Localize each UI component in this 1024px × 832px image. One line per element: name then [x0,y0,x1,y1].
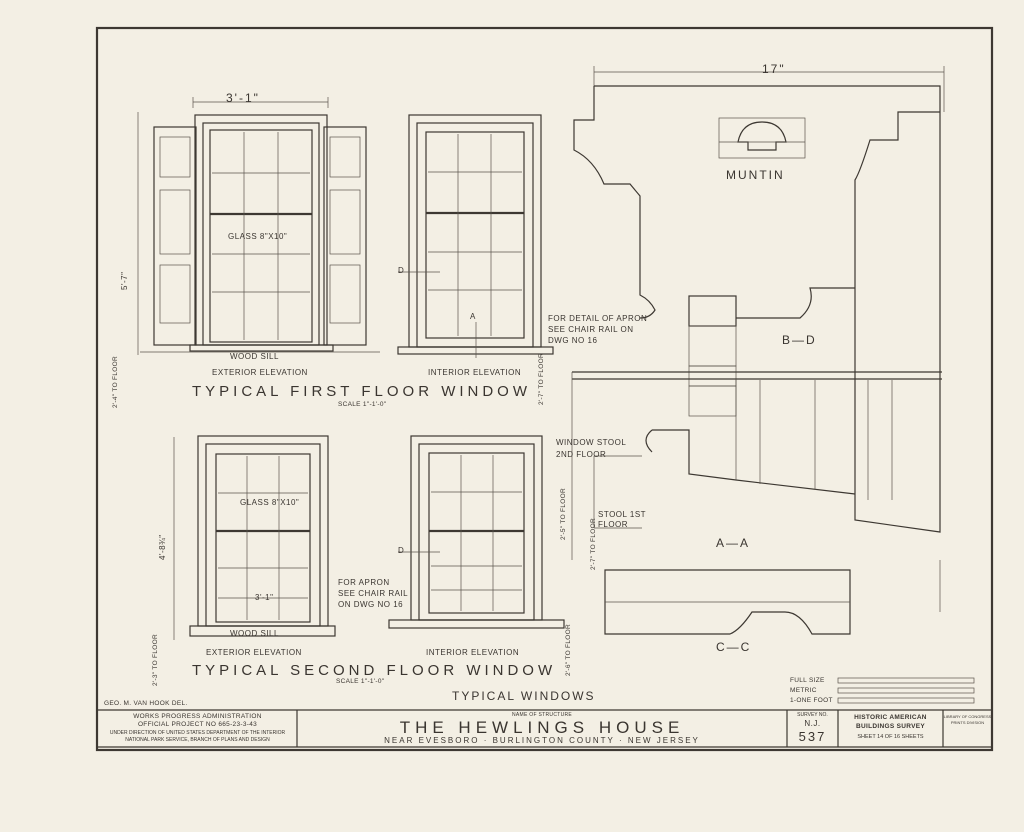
first-floor-height-dim: 5'-7" [120,271,129,290]
first-floor-interior-to-floor: 2'-7" TO FLOOR [538,353,545,405]
library-line-2: PRINTS DIVISION [950,720,985,725]
second-floor-exterior-label: EXTERIOR ELEVATION [206,648,302,657]
second-floor-title: TYPICAL SECOND FLOOR WINDOW [192,662,557,679]
window-stool-2nd-floor: WINDOW STOOL 2ND FLOOR [556,438,626,459]
detail-to-floor-27: 2'-7" TO FLOOR [590,518,597,570]
section-b-d-label: B—D [782,333,817,347]
agency-line-1: WORKS PROGRESS ADMINISTRATION [133,713,262,720]
second-floor-section-mark-d: D [398,546,405,555]
second-floor-interior-to-floor: 2'-6" TO FLOOR [565,624,572,676]
survey-number: 537 [798,729,827,744]
first-floor-to-floor: 2'-4" TO FLOOR [112,356,119,408]
stool-1st-floor: STOOL 1ST FLOOR [598,510,646,529]
scale-bar-label-metric: METRIC [790,687,817,694]
sheet-main-title: TYPICAL WINDOWS [452,689,596,703]
first-floor-section-mark-d: D [398,266,405,275]
scale-bar-label-one-foot: 1-ONE FOOT [790,697,833,704]
second-floor-width-dim: 3'-1" [255,593,274,602]
agency-line-2: OFFICIAL PROJECT NO 665-23-3-43 [137,721,258,728]
first-floor-scale: SCALE 1"-1'-0" [338,401,387,408]
delineator: GEO. M. VAN HOOK DEL. [104,700,188,707]
second-floor-interior-label: INTERIOR ELEVATION [426,648,520,657]
second-floor-glass-note: GLASS 8"X10" [240,498,300,507]
first-floor-exterior-label: EXTERIOR ELEVATION [212,368,308,377]
agency-line-4: NATIONAL PARK SERVICE, BRANCH OF PLANS A… [125,737,270,743]
habs-line-1: HISTORIC AMERICAN [854,714,927,721]
first-floor-section-mark-a: A [470,312,476,321]
window-section-details [571,66,945,635]
second-floor-scale: SCALE 1"-1'-0" [336,678,385,685]
sheet-number: SHEET 14 OF 16 SHEETS [857,734,924,740]
muntin-label: MUNTIN [726,168,785,182]
second-floor-apron-note: FOR APRON SEE CHAIR RAIL ON DWG NO 16 [338,578,408,609]
sheet-border [95,26,994,752]
scale-bar-label-full-size: FULL SIZE [790,677,825,684]
first-floor-width-dim: 3'-1" [226,91,260,105]
second-floor-wood-sill: WOOD SILL [230,629,279,638]
first-floor-exterior-elevation [137,97,380,355]
second-floor-to-floor: 2'-3" TO FLOOR [152,634,159,686]
structure-caption: NAME OF STRUCTURE [511,712,573,718]
structure-name: THE HEWLINGS HOUSE [399,718,685,737]
first-floor-apron-note: FOR DETAIL OF APRON SEE CHAIR RAIL ON DW… [548,314,648,345]
second-floor-height-dim: 4'-8¾" [158,534,167,560]
first-floor-interior-elevation [397,114,554,358]
agency-line-3: UNDER DIRECTION OF UNITED STATES DEPARTM… [109,730,286,736]
graphic-scale-bar [837,677,975,704]
structure-location: NEAR EVESBORO · BURLINGTON COUNTY · NEW … [384,736,700,745]
first-floor-glass-note: GLASS 8"X10" [228,232,288,241]
survey-caption: SURVEY NO. [797,712,828,718]
section-c-c-label: C—C [716,640,752,654]
first-floor-wood-sill: WOOD SILL [230,352,279,361]
detail-to-floor-25: 2'-5" TO FLOOR [560,488,567,540]
section-a-a-label: A—A [716,536,751,550]
library-line-1: LIBRARY OF CONGRESS [943,714,992,719]
second-floor-exterior-elevation [173,435,336,640]
detail-top-dimension: 17" [762,62,786,76]
survey-state: N.J. [804,719,821,728]
first-floor-interior-label: INTERIOR ELEVATION [428,368,522,377]
first-floor-title: TYPICAL FIRST FLOOR WINDOW [192,383,532,400]
habs-line-2: BUILDINGS SURVEY [856,723,925,730]
second-floor-interior-elevation [388,435,565,629]
